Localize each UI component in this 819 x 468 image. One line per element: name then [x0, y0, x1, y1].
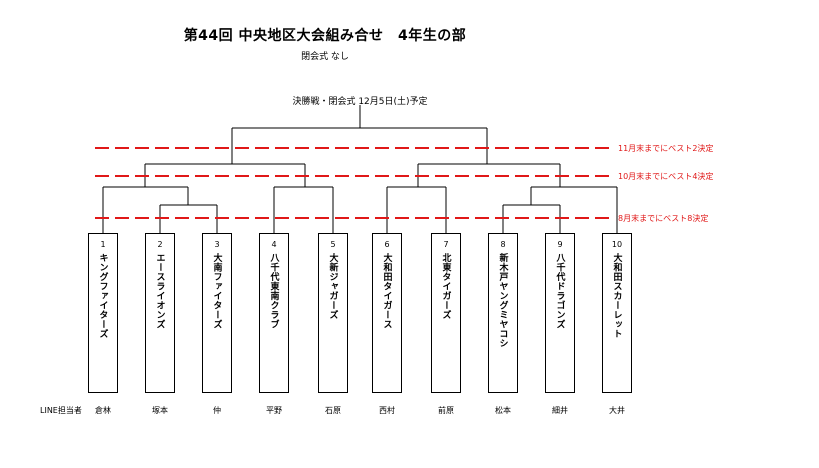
line-contact-5: 石原 [325, 406, 341, 415]
team-name: 八千代ドラゴンズ [554, 253, 565, 329]
team-number: 8 [500, 240, 506, 249]
team-box-5: 5 大新ジャガーズ [318, 233, 348, 393]
team-name: 北東タイガーズ [440, 253, 451, 320]
team-box-9: 9 八千代ドラゴンズ [545, 233, 575, 393]
team-number: 2 [157, 240, 163, 249]
deadline-best4: 10月末までにベスト4決定 [618, 172, 714, 181]
line-contact-9: 細井 [552, 406, 568, 415]
line-contact-2: 塚本 [152, 406, 168, 415]
team-number: 4 [271, 240, 277, 249]
team-name: 大和田スカーレット [611, 253, 622, 339]
line-contact-4: 平野 [266, 406, 282, 415]
team-name: エースライオンズ [154, 253, 165, 329]
team-name: 八千代東南クラブ [268, 253, 279, 329]
deadline-best2: 11月末までにベスト2決定 [618, 144, 714, 153]
team-box-7: 7 北東タイガーズ [431, 233, 461, 393]
line-contact-10: 大井 [609, 406, 625, 415]
team-name: 大新ジャガーズ [327, 253, 338, 320]
team-box-4: 4 八千代東南クラブ [259, 233, 289, 393]
team-number: 6 [384, 240, 390, 249]
team-box-8: 8 新木戸ヤングミヤコシ [488, 233, 518, 393]
team-number: 1 [100, 240, 106, 249]
team-number: 3 [214, 240, 220, 249]
team-name: 大南ファイターズ [211, 253, 222, 329]
line-contact-label: LINE担当者 [40, 406, 82, 415]
team-number: 7 [443, 240, 449, 249]
line-contact-1: 倉林 [95, 406, 111, 415]
closing-ceremony-note: 閉会式 なし [301, 52, 349, 62]
final-round-label: 決勝戦・閉会式 12月5日(土)予定 [292, 97, 428, 107]
team-name: 大和田タイガース [381, 253, 392, 329]
line-contact-8: 松本 [495, 406, 511, 415]
line-contact-3: 仲 [213, 406, 221, 415]
line-contact-7: 前原 [438, 406, 454, 415]
team-name: 新木戸ヤングミヤコシ [497, 253, 508, 348]
team-box-10: 10 大和田スカーレット [602, 233, 632, 393]
team-box-2: 2 エースライオンズ [145, 233, 175, 393]
team-name: キングファイターズ [97, 253, 108, 339]
team-box-1: 1 キングファイターズ [88, 233, 118, 393]
team-number: 5 [330, 240, 336, 249]
team-box-3: 3 大南ファイターズ [202, 233, 232, 393]
deadline-best8: 8月末までにベスト8決定 [618, 214, 709, 223]
team-number: 10 [611, 240, 623, 249]
page-title: 第44回 中央地区大会組み合せ 4年生の部 [183, 28, 467, 44]
line-contact-6: 西村 [379, 406, 395, 415]
team-number: 9 [557, 240, 563, 249]
team-box-6: 6 大和田タイガース [372, 233, 402, 393]
